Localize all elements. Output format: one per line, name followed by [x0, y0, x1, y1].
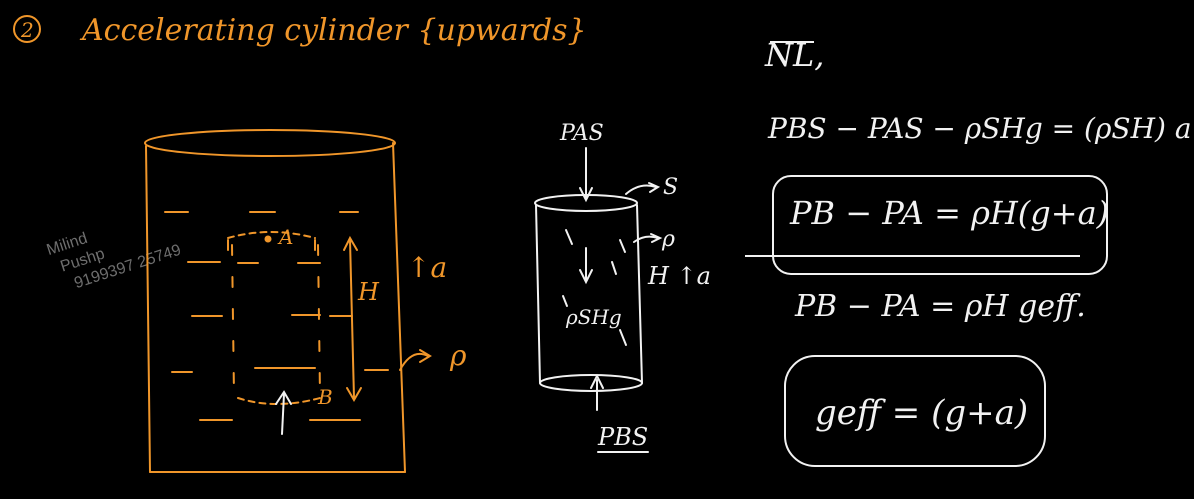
label-top-force: PAS [559, 121, 604, 146]
header-number: 2 [20, 18, 34, 42]
label-density-mid: ρ [661, 227, 675, 252]
free-body-diagram [534, 147, 663, 453]
liquid-column [227, 231, 321, 405]
height-arrow-head-top [343, 235, 358, 251]
fbd-right-wall [636, 204, 643, 384]
label-acceleration: ↑a [407, 251, 447, 284]
label-point-b: B [317, 385, 333, 409]
label-density: ρ [449, 339, 467, 372]
cylinder-right-wall [392, 142, 406, 473]
weight-arrow-head [579, 269, 593, 285]
equation-effective-g: PB − PA = ρH geff. [794, 289, 1086, 324]
equation-pressure-diff: PB − PA = ρH(g+a) [789, 194, 1109, 232]
bottom-up-arrow-head [275, 390, 292, 405]
fbd-left-wall [535, 204, 541, 384]
height-arrow-line [349, 239, 355, 399]
label-height-accel: H ↑a [647, 262, 711, 290]
top-force-arrow-head [579, 187, 593, 203]
point-a-dot [264, 235, 272, 243]
equation-box-2 [784, 355, 1046, 467]
equation-box-1 [772, 175, 1108, 275]
area-pointer [625, 184, 657, 195]
label-point-a: A [277, 225, 293, 249]
label-weight: ρSHg [565, 305, 622, 329]
cylinder-left-wall [145, 145, 151, 473]
label-bottom-force: PBS [597, 423, 648, 451]
equations-panel: NL, PBS − PAS − ρSHg = (ρSH) a PB − PA =… [745, 36, 1192, 467]
label-height: H [357, 278, 380, 306]
free-body-labels: PAS PBS S ρ ρSHg H ↑a [559, 121, 711, 451]
cylinder-top-ellipse [144, 129, 396, 157]
density-pointer-head [419, 349, 432, 363]
bottom-force-arrow-head [590, 373, 604, 389]
equation-geff-definition: geff = (g+a) [815, 393, 1028, 433]
density-pointer [399, 352, 429, 371]
header: 2 Accelerating cylinder {upwards} [13, 13, 587, 48]
accelerating-cylinder-figure [144, 129, 432, 473]
height-arrow-head-bottom [346, 387, 362, 402]
header-title: Accelerating cylinder {upwards} [79, 13, 587, 48]
liquid-dashes [164, 211, 389, 421]
fbd-bottom-ellipse [539, 374, 643, 392]
equation-newton-law: PBS − PAS − ρSHg = (ρSH) a [767, 112, 1192, 145]
accelerating-cylinder-labels: A B H ↑a ρ [277, 225, 467, 409]
density-pointer-mid [633, 235, 659, 243]
number-circle [13, 15, 41, 43]
bottom-up-arrow [281, 393, 285, 435]
label-area: S [663, 175, 678, 200]
watermark: Milind Pushp 9199397 25749 [45, 230, 184, 292]
